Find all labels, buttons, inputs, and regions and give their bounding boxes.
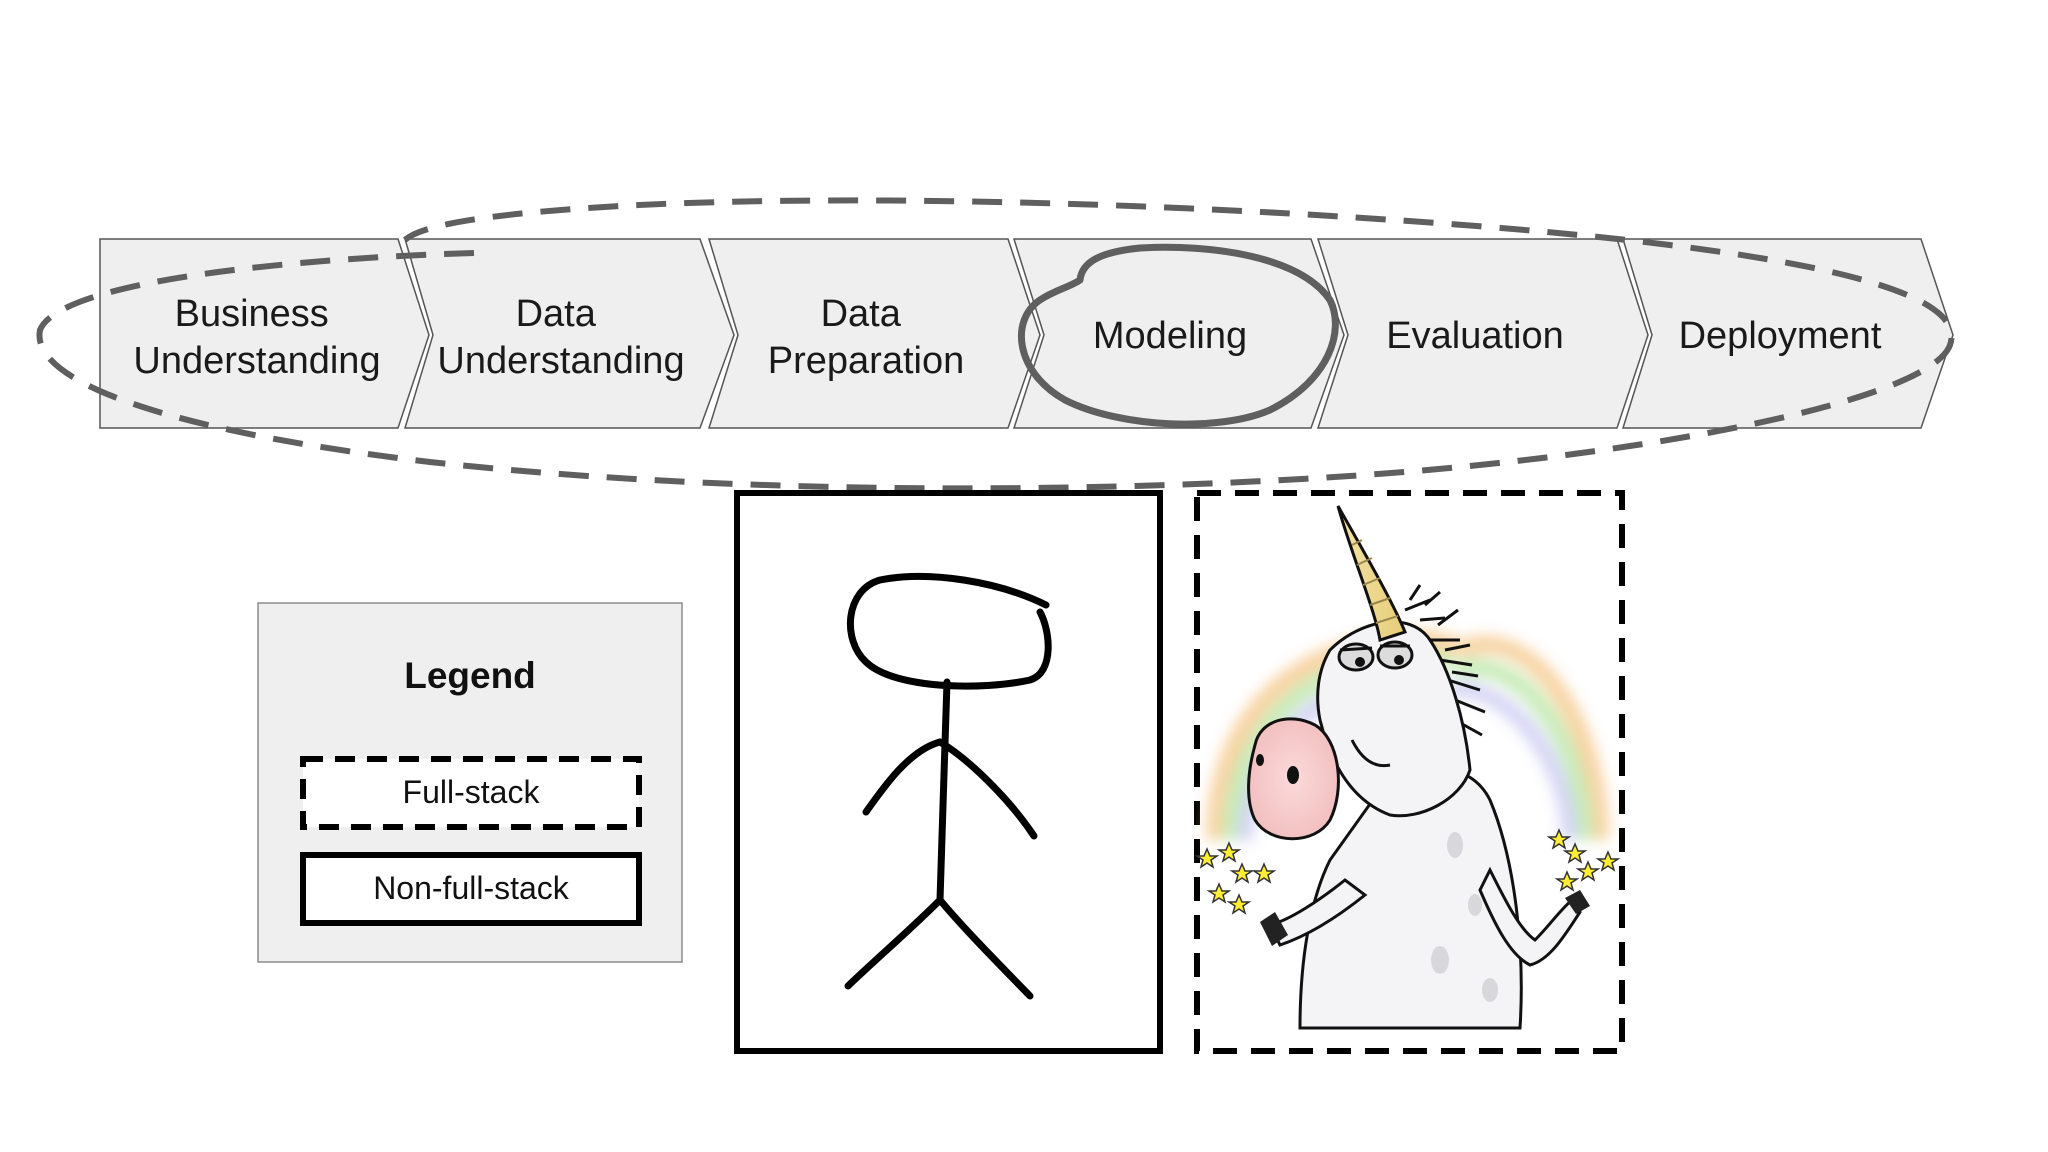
non-full-stack-panel (734, 490, 1163, 1054)
legend: Legend Full-stack Non-full-stack (257, 602, 683, 963)
step-business-understanding: Business Understanding (99, 238, 430, 429)
step-label-line: Understanding (133, 340, 380, 382)
modeling-scope-ellipse (1017, 243, 1339, 428)
step-label-line: Data (821, 293, 902, 335)
step-label-line: Business (175, 293, 329, 335)
legend-item-label: Non-full-stack (373, 870, 570, 906)
svg-text:Deployment: Deployment (1679, 315, 1882, 357)
full-stack-panel (1194, 490, 1625, 1054)
legend-item-full-stack: Full-stack (300, 756, 642, 830)
step-data-preparation: Data Preparation (707, 238, 1041, 429)
step-modeling: Modeling (1012, 238, 1345, 429)
step-deployment: Deployment (1621, 238, 1954, 429)
process-steps: Business Understanding Data Understandin… (99, 238, 1954, 429)
step-data-understanding: Data Understanding (403, 238, 735, 429)
svg-text:Data Understanding: Data Understanding (437, 293, 684, 382)
svg-text:Data Preparation: Data Preparation (768, 293, 964, 382)
step-label-line: Evaluation (1386, 315, 1563, 357)
solid-border-swatch (300, 852, 642, 926)
legend-item-non-full-stack: Non-full-stack (300, 852, 642, 926)
svg-text:Business Understanding: Business Understanding (133, 293, 380, 382)
svg-text:Evaluation: Evaluation (1386, 315, 1563, 357)
unicorn-icon (1194, 505, 1621, 1030)
stick-figure-icon (844, 572, 1052, 1000)
full-stack-scope-ellipse (36, 197, 1955, 492)
step-label-line: Deployment (1679, 315, 1882, 357)
legend-title: Legend (404, 655, 536, 696)
non-full-stack-frame (734, 490, 1163, 1054)
dashed-border-swatch (300, 756, 642, 830)
step-label-line: Modeling (1093, 315, 1247, 357)
legend-item-label: Full-stack (403, 774, 541, 810)
step-evaluation: Evaluation (1316, 238, 1649, 429)
step-label-line: Understanding (437, 340, 684, 382)
step-label-line: Data (516, 293, 597, 335)
svg-text:Modeling: Modeling (1093, 315, 1247, 357)
step-label-line: Preparation (768, 340, 964, 382)
